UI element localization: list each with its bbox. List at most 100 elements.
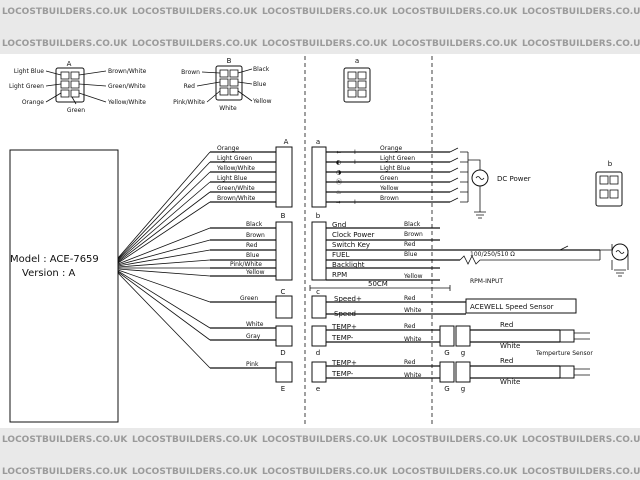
connector-letter: b <box>316 212 321 220</box>
connector-g-small-body <box>455 325 471 347</box>
temp1-out-wires <box>326 329 440 343</box>
temp-sensor-probe <box>574 332 590 340</box>
wire-label: White <box>246 321 264 328</box>
temp-plus-label: TEMP+ <box>331 323 357 331</box>
model-name: Model : ACE-7659 <box>10 254 99 265</box>
wire-label: Light Blue <box>380 165 410 172</box>
wire-label: Red <box>404 323 416 330</box>
connector-letter: A <box>67 60 72 68</box>
group-temp-2: E Pink e TEMP+ TEMP- Red White G g Red W… <box>210 357 590 393</box>
watermark-text: LOCOSTBUILDERS.CO.UK <box>132 7 258 17</box>
connector-pin <box>70 89 80 98</box>
temp-sensor-icon <box>559 329 575 343</box>
pin-label: Blue <box>253 81 267 88</box>
temp2-out-wires <box>326 365 440 379</box>
wire-label: Brown/White <box>217 195 256 202</box>
wire-label: Brown <box>380 195 399 202</box>
connector-a-small-body <box>311 146 327 208</box>
wire-label: Black <box>246 221 263 228</box>
connector-pin <box>347 89 357 98</box>
polarity-sign: + <box>352 198 358 206</box>
temp1-wires <box>210 327 276 341</box>
neutral-icon: Ⓝ <box>336 178 342 186</box>
watermark-text: LOCOSTBUILDERS.CO.UK <box>2 467 128 477</box>
ground-icon <box>614 269 626 277</box>
watermark-text: LOCOSTBUILDERS.CO.UK <box>392 435 518 445</box>
wire-label: Pink <box>246 361 259 368</box>
watermark-text: LOCOSTBUILDERS.CO.UK <box>2 39 128 49</box>
dc-supply-wiring <box>468 159 486 219</box>
connector-letter: G <box>444 385 449 393</box>
function-label: Backlight <box>332 261 365 269</box>
speed-minus-label: Speed- <box>334 310 359 318</box>
polarity-sign: − <box>352 188 358 196</box>
watermark-text: LOCOSTBUILDERS.CO.UK <box>262 7 388 17</box>
group-temp-1: D White Gray d TEMP+ TEMP- Red White G g… <box>210 321 593 357</box>
connector-pin <box>70 80 80 89</box>
fuel-resistor <box>459 255 600 265</box>
group-a-wires <box>210 151 276 203</box>
wire-label: White <box>404 307 422 314</box>
indicator-wires <box>326 151 450 203</box>
watermark-text: LOCOSTBUILDERS.CO.UK <box>392 7 518 17</box>
watermark-text: LOCOSTBUILDERS.CO.UK <box>262 435 388 445</box>
connector-a-top: A Light Blue Light Green Orange Brown/Wh… <box>9 60 147 114</box>
polarity-sign: + <box>352 148 358 156</box>
watermark-text: LOCOSTBUILDERS.CO.UK <box>522 7 640 17</box>
connector-d-small-body <box>311 325 327 347</box>
wire-label: Orange <box>217 145 239 152</box>
connector-letter: a <box>316 138 320 146</box>
connector-a-body <box>275 146 293 208</box>
wire-label: Brown <box>404 231 423 238</box>
wire-label: Red <box>500 357 513 365</box>
pin-label: Brown <box>181 69 200 76</box>
connector-g-small-body <box>455 361 471 383</box>
connector-pin <box>70 71 80 80</box>
module-box <box>9 149 119 423</box>
connector-b-small-top: b <box>595 160 623 207</box>
pin-label: Yellow/White <box>107 99 146 106</box>
watermark-text: LOCOSTBUILDERS.CO.UK <box>262 467 388 477</box>
temp-sensor-label: Temperture Sensor <box>535 350 593 357</box>
wire-label: Green <box>380 175 398 182</box>
connector-b-small-body <box>311 221 327 281</box>
connector-pin <box>599 189 609 199</box>
connector-letter: B <box>281 212 286 220</box>
pin-label: Orange <box>22 99 44 106</box>
length-label: 50CM <box>368 280 388 288</box>
connector-pin <box>219 87 229 96</box>
connector-letter: d <box>316 349 320 357</box>
connector-pin <box>357 89 367 98</box>
connector-pin <box>347 71 357 80</box>
speed-sensor-box <box>465 298 577 314</box>
watermark-bottom: LOCOSTBUILDERS.CO.UK LOCOSTBUILDERS.CO.U… <box>2 435 640 477</box>
pin-label: Yellow <box>252 98 272 105</box>
switch-bus <box>460 151 469 203</box>
pin-label: Red <box>184 83 196 90</box>
resistor-value: 100/250/510 Ω <box>470 251 515 258</box>
speed-out-wires <box>326 301 466 315</box>
group-a-small: a ⇦ ◐ ◑ Ⓝ ♨ ⇨ + + − − − + Orange Light G… <box>311 138 531 219</box>
wire-label: Red <box>404 295 416 302</box>
wire-label: Red <box>246 242 258 249</box>
wire-label: Green/White <box>217 185 255 192</box>
wire-label: Green <box>240 295 258 302</box>
pin-label: Light Green <box>9 83 44 90</box>
wire-label: White <box>404 336 422 343</box>
group-b: B Black Brown Red Blue Pink/White Yellow <box>210 212 293 281</box>
wire-label: Yellow <box>245 269 265 276</box>
connector-pin <box>357 80 367 89</box>
connector-letter: D <box>280 349 285 357</box>
connector-pin <box>60 89 70 98</box>
wire-label: Light Blue <box>217 175 247 182</box>
group-b-wires <box>210 227 276 277</box>
watermark-band-top <box>0 0 640 54</box>
watermark-text: LOCOSTBUILDERS.CO.UK <box>392 39 518 49</box>
connector-e-small-body <box>311 361 327 383</box>
watermark-text: LOCOSTBUILDERS.CO.UK <box>392 467 518 477</box>
wire-label: Brown <box>246 232 265 239</box>
wire-label: Blue <box>404 251 418 258</box>
function-label: RPM <box>332 271 347 279</box>
wire-label: White <box>404 372 422 379</box>
wire-label: Pink/White <box>230 261 262 268</box>
